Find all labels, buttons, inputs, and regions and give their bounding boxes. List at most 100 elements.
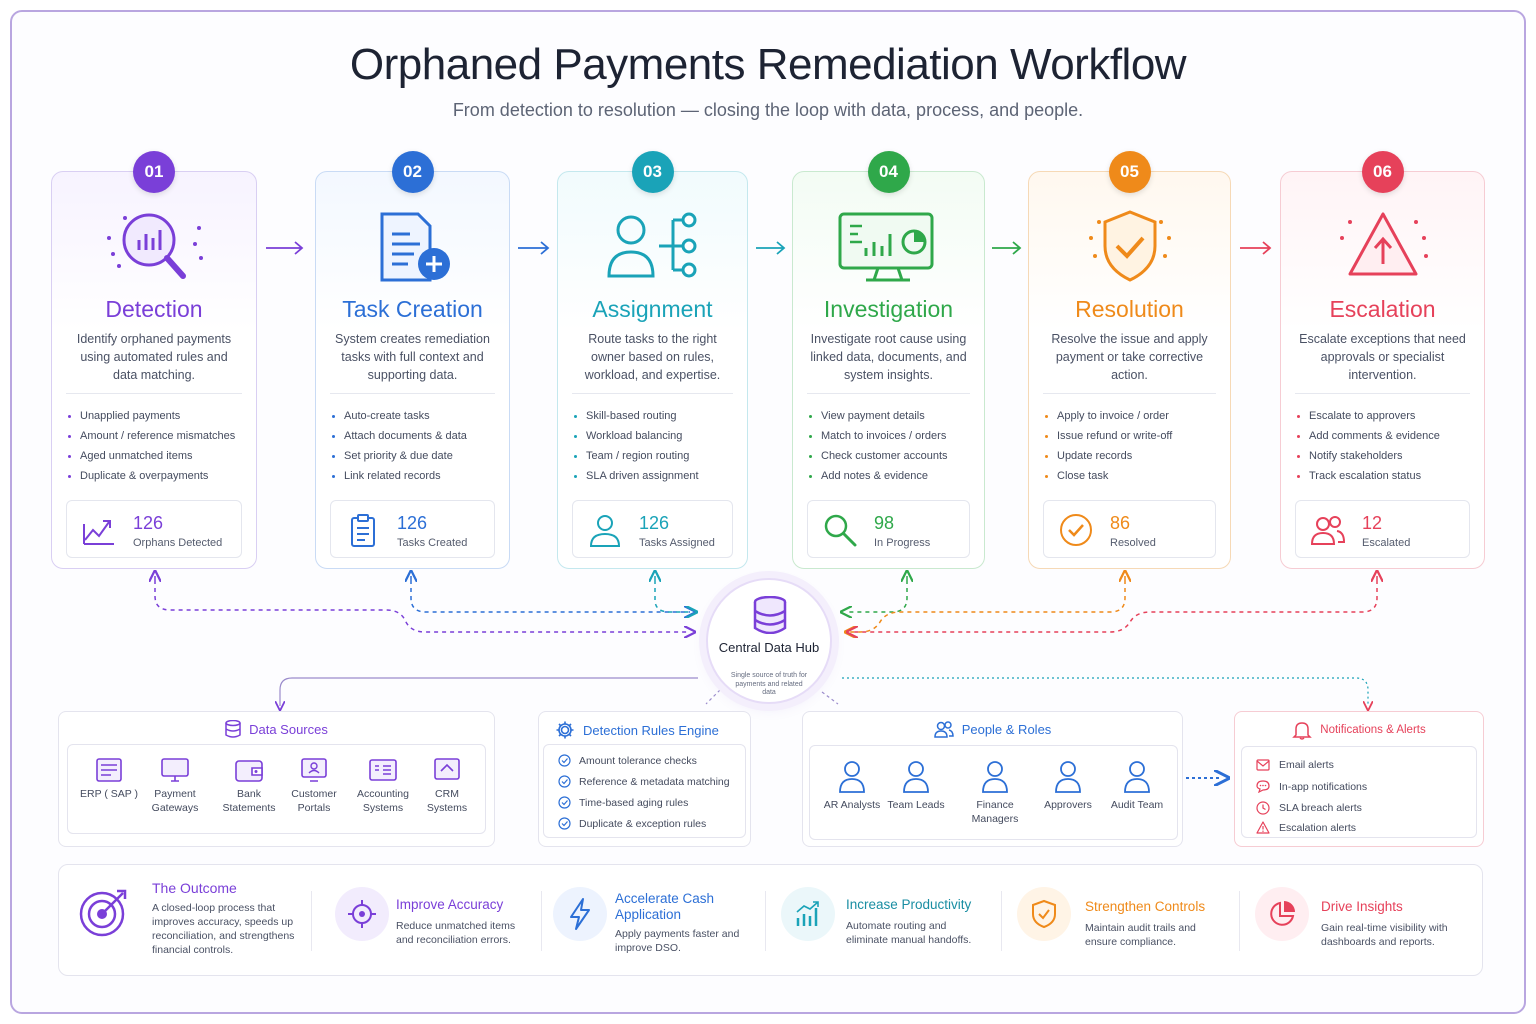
notifications-panel[interactable]: Notifications & Alerts Email alerts In-a… — [1234, 711, 1484, 847]
stat-card[interactable]: 98 In Progress — [807, 500, 970, 558]
list-item: Link related records — [332, 466, 501, 486]
stat-value: 126 — [133, 513, 164, 533]
outcome-description: A closed-loop process that improves accu… — [152, 902, 295, 956]
stat-card[interactable]: 12 Escalated — [1295, 500, 1470, 558]
role-audit-team[interactable]: Audit Team — [1097, 760, 1177, 812]
benefit-title: Increase Productivity — [846, 897, 972, 912]
clipboard-icon — [351, 514, 375, 547]
stage-task-creation[interactable]: 02 Task Creation System creates remediat… — [315, 151, 510, 569]
benefit-improve-accuracy: Improve Accuracy Reduce unmatched items … — [327, 865, 537, 977]
source-erp[interactable]: ERP ( SAP ) — [76, 757, 142, 801]
shield-check-icon — [1029, 208, 1230, 288]
benefit-description: Gain real-time visibility with dashboard… — [1321, 922, 1448, 948]
list-item: View payment details — [809, 406, 976, 426]
rules-engine-panel[interactable]: Detection Rules Engine Amount tolerance … — [538, 711, 751, 847]
benefit-title: Drive Insights — [1321, 899, 1403, 914]
source-accounting-systems[interactable]: Accounting Systems — [350, 757, 416, 815]
list-item: Aged unmatched items — [68, 446, 248, 466]
role-finance-managers[interactable]: Finance Managers — [955, 760, 1035, 826]
magnifier-chart-icon — [52, 208, 256, 288]
stage-investigation[interactable]: 04 Investigation Investigate root cause … — [792, 151, 985, 569]
user-routing-icon — [558, 208, 747, 288]
stage-description: Route tasks to the right owner based on … — [584, 332, 721, 382]
stat-value: 126 — [639, 513, 670, 533]
source-bank-statements[interactable]: Bank Statements — [216, 757, 282, 815]
stage-description: Escalate exceptions that need approvals … — [1299, 332, 1466, 382]
list-item: Team / region routing — [574, 446, 739, 466]
stat-label: Escalated — [1362, 537, 1411, 549]
stage-description: Identify orphaned payments using automat… — [76, 332, 232, 382]
stage-escalation[interactable]: 06 Escalation Escalate exceptions that n… — [1280, 151, 1485, 569]
role-approvers[interactable]: Approvers — [1028, 760, 1108, 812]
check-circle-icon — [558, 754, 571, 767]
stage-bullet-list: Skill-based routing Workload balancing T… — [574, 406, 739, 486]
ledger-icon — [369, 759, 397, 781]
source-payment-gateways[interactable]: Payment Gateways — [142, 757, 208, 815]
trend-chart-icon — [83, 520, 114, 545]
stat-card[interactable]: 126 Tasks Created — [330, 500, 495, 558]
stage-badge: 05 — [1108, 151, 1151, 193]
stage-resolution[interactable]: 05 Resolution Resolve the issue and appl… — [1028, 151, 1231, 569]
central-data-hub[interactable]: Central Data Hub Single source of truth … — [706, 578, 832, 704]
warning-triangle-icon — [1281, 208, 1484, 288]
rules-list: Amount tolerance checks Reference & meta… — [543, 744, 746, 838]
portal-icon — [301, 758, 327, 782]
source-crm-systems[interactable]: CRM Systems — [414, 757, 480, 815]
check-circle-icon — [558, 796, 571, 809]
hub-title: Central Data Hub — [718, 640, 820, 655]
panel-header: Notifications & Alerts — [1235, 720, 1483, 740]
list-item: Close task — [1045, 466, 1222, 486]
divider — [1001, 891, 1002, 951]
stage-detection[interactable]: 01 Detection Identify orphaned payments … — [51, 151, 257, 569]
database-icon — [225, 720, 241, 738]
check-circle-icon — [558, 775, 571, 788]
person-icon — [1055, 761, 1081, 793]
stage-badge: 02 — [391, 151, 434, 193]
stat-value: 86 — [1110, 513, 1131, 533]
notifications-list: Email alerts In-app notifications SLA br… — [1241, 746, 1477, 838]
list-item: Check customer accounts — [809, 446, 976, 466]
crm-icon — [434, 758, 460, 780]
alert-icon — [1256, 821, 1270, 834]
rule-item: Time-based aging rules — [558, 796, 688, 809]
stage-description: Investigate root cause using linked data… — [810, 332, 967, 382]
role-team-leads[interactable]: Team Leads — [876, 760, 956, 812]
divider — [1043, 393, 1216, 394]
person-icon — [1124, 761, 1150, 793]
flow-arrow-3 — [756, 241, 786, 255]
stat-value: 126 — [397, 513, 428, 533]
list-item: Auto-create tasks — [332, 406, 501, 426]
list-item: Skill-based routing — [574, 406, 739, 426]
database-icon — [753, 596, 787, 634]
source-customer-portals[interactable]: Customer Portals — [281, 757, 347, 815]
users-icon — [1310, 516, 1346, 545]
panel-title: People & Roles — [961, 721, 1052, 737]
stage-assignment[interactable]: 03 Assignment Route tasks to the right o… — [557, 151, 748, 569]
list-item: Match to invoices / orders — [809, 426, 976, 446]
data-sources-panel[interactable]: Data Sources ERP ( SAP ) Payment Gateway… — [58, 711, 495, 847]
stage-badge: 01 — [133, 151, 175, 193]
stage-description: Resolve the issue and apply payment or t… — [1051, 332, 1208, 382]
stat-card[interactable]: 126 Tasks Assigned — [572, 500, 733, 558]
people-roles-panel[interactable]: People & Roles AR Analysts Team Leads Fi… — [802, 711, 1183, 847]
benefit-description: Reduce unmatched items and reconciliatio… — [396, 920, 516, 946]
panel-title: Data Sources — [249, 721, 328, 737]
stat-value: 98 — [874, 513, 895, 533]
target-icon — [79, 889, 127, 937]
person-icon — [839, 761, 865, 793]
role-ar-analysts[interactable]: AR Analysts — [812, 760, 892, 812]
bell-icon — [1292, 722, 1313, 740]
crosshair-icon — [335, 887, 389, 941]
outcome-summary: The Outcome A closed-loop process that i… — [59, 865, 309, 977]
benefit-description: Automate routing and eliminate manual ha… — [846, 920, 972, 946]
panel-title: Notifications & Alerts — [1320, 724, 1426, 736]
user-icon — [589, 515, 621, 547]
panel-header: Data Sources — [59, 720, 494, 738]
stat-label: Tasks Assigned — [639, 537, 715, 549]
benefit-title: Strengthen Controls — [1085, 899, 1206, 914]
stage-badge: 03 — [631, 151, 674, 193]
stat-card[interactable]: 86 Resolved — [1043, 500, 1216, 558]
stat-card[interactable]: 126 Orphans Detected — [66, 500, 242, 558]
rule-item: Duplicate & exception rules — [558, 817, 706, 830]
list-item: Add notes & evidence — [809, 466, 976, 486]
